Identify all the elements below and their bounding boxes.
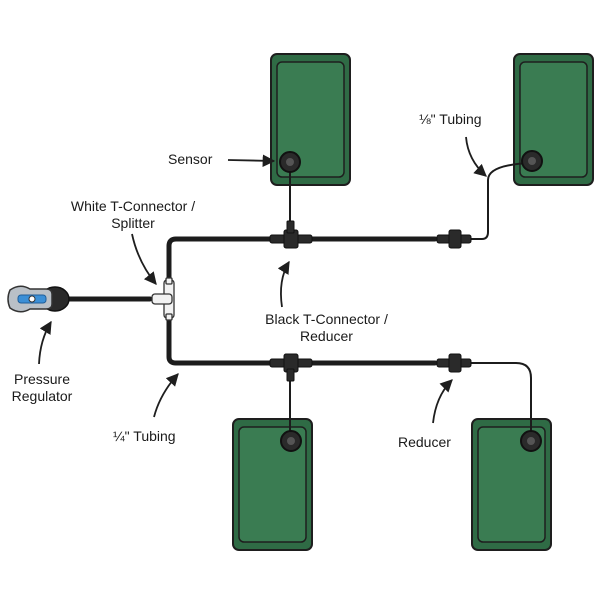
sensor-icon xyxy=(521,150,543,172)
label-quarter-tubing: ¼" Tubing xyxy=(113,428,176,445)
label-black-t-line2: Reducer xyxy=(300,328,353,344)
label-white-t-connector: White T-Connector / Splitter xyxy=(62,198,204,232)
label-reducer-text: Reducer xyxy=(398,434,451,450)
label-pressure-line1: Pressure xyxy=(13,371,71,387)
sensor-icon xyxy=(520,430,542,452)
label-eighth-tubing-text: ⅛" Tubing xyxy=(419,111,482,127)
label-black-t-connector: Black T-Connector / Reducer xyxy=(253,311,400,345)
quarter-inch-tubing xyxy=(67,236,438,366)
white-t-connector-icon xyxy=(151,277,175,321)
label-sensor: Sensor xyxy=(168,151,212,168)
sensor-icon xyxy=(280,430,302,452)
label-reducer: Reducer xyxy=(398,434,451,451)
label-white-t-line2: Splitter xyxy=(111,215,155,231)
label-white-t-line1: White T-Connector / xyxy=(70,198,196,214)
label-pressure-regulator: Pressure Regulator xyxy=(5,371,79,405)
black-t-connector-icon xyxy=(269,220,313,249)
label-eighth-tubing: ⅛" Tubing xyxy=(419,111,482,128)
callout-arrows xyxy=(38,136,487,424)
reducer-icon xyxy=(436,353,472,373)
label-quarter-tubing-text: ¼" Tubing xyxy=(113,428,176,444)
label-black-t-line1: Black T-Connector / xyxy=(265,311,388,327)
sensor-icon xyxy=(279,151,301,173)
reducer-icon xyxy=(436,229,472,249)
label-sensor-text: Sensor xyxy=(168,151,213,167)
eighth-inch-tubing xyxy=(289,162,532,438)
black-t-connector-icon xyxy=(269,353,313,382)
pressure-regulator-icon xyxy=(7,285,70,313)
label-pressure-line2: Regulator xyxy=(11,388,73,404)
